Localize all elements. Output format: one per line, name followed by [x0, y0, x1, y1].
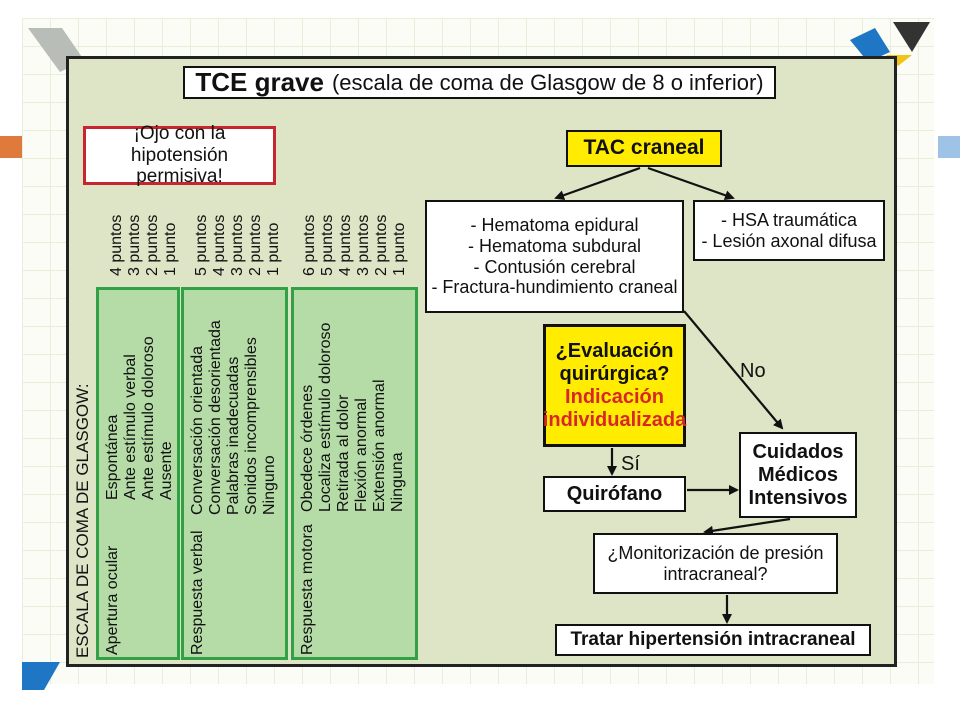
glasgow-item: Extensión anormal: [371, 379, 388, 512]
category-name: Respuesta motora: [299, 524, 316, 655]
category-name: Respuesta verbal: [189, 530, 206, 655]
icu-box: Cuidados Médicos Intensivos: [739, 432, 857, 518]
verbal-items: Conversación orientada Conversación deso…: [189, 320, 279, 515]
glasgow-item: Flexión anormal: [353, 398, 370, 512]
focal-lesions-box: - Hematoma epidural - Hematoma subdural …: [425, 200, 684, 313]
evaluation-question-2: quirúrgica?: [559, 362, 670, 385]
operating-room-box: Quirófano: [543, 476, 686, 512]
points-label: 2 puntos: [373, 214, 390, 276]
diffuse-item: - HSA traumática: [720, 209, 858, 230]
surgical-evaluation-box: ¿Evaluación quirúrgica? Indicación indiv…: [543, 324, 686, 447]
glasgow-item: Retirada al dolor: [335, 394, 352, 512]
points-label: 4 puntos: [108, 214, 125, 276]
points-label: 5 puntos: [319, 214, 336, 276]
points-label: 1 punto: [265, 222, 282, 276]
points-label: 3 puntos: [229, 214, 246, 276]
motor-points: 6 puntos 5 puntos 4 puntos 3 puntos 2 pu…: [301, 215, 409, 276]
glasgow-item: Conversación orientada: [189, 346, 206, 515]
points-label: 3 puntos: [355, 214, 372, 276]
indication-line-2: individualizada: [542, 408, 687, 431]
points-label: 5 puntos: [193, 214, 210, 276]
warning-line-2: hipotensión permisiva!: [130, 144, 229, 188]
glasgow-item: Ninguna: [389, 452, 406, 512]
points-label: 6 puntos: [301, 214, 318, 276]
monitor-line: intracraneal?: [663, 563, 768, 584]
glasgow-item: Obedece órdenes: [299, 384, 316, 512]
warning-line-1: ¡Ojo con la: [133, 122, 226, 144]
glasgow-item: Localiza estímulo doloroso: [317, 322, 334, 512]
motor-column: Respuesta motora: [299, 524, 317, 655]
treat-icp-box: Tratar hipertensión intracraneal: [555, 624, 871, 656]
glasgow-item: Espontánea: [104, 414, 121, 500]
points-label: 1 punto: [162, 222, 179, 276]
monitor-line: ¿Monitorización de presión: [607, 542, 824, 563]
glasgow-item: Ausente: [158, 441, 175, 500]
glasgow-scale-title: ESCALA DE COMA DE GLASGOW:: [73, 383, 92, 658]
hypotension-warning: ¡Ojo con la hipotensión permisiva!: [83, 122, 276, 187]
verbal-column: Respuesta verbal: [189, 530, 207, 655]
motor-items: Obedece órdenes Localiza estímulo doloro…: [299, 323, 407, 512]
lesion-item: - Hematoma subdural: [467, 235, 642, 256]
glasgow-item: Ante estímulo verbal: [122, 354, 139, 500]
points-label: 3 puntos: [126, 214, 143, 276]
page-title: TCE grave (escala de coma de Glasgow de …: [183, 66, 776, 99]
points-label: 2 puntos: [144, 214, 161, 276]
label-no: No: [740, 360, 766, 382]
diffuse-lesions-box: - HSA traumática - Lesión axonal difusa: [693, 200, 885, 261]
points-label: 4 puntos: [211, 214, 228, 276]
title-subtitle: (escala de coma de Glasgow de 8 o inferi…: [331, 69, 764, 95]
glasgow-item: Ante estímulo doloroso: [140, 336, 157, 500]
glasgow-item: Palabras inadecuadas: [225, 356, 242, 515]
points-label: 4 puntos: [337, 214, 354, 276]
diffuse-item: - Lesión axonal difusa: [701, 230, 877, 251]
category-name: Apertura ocular: [104, 545, 121, 655]
verbal-points: 5 puntos 4 puntos 3 puntos 2 puntos 1 pu…: [193, 215, 283, 276]
glasgow-item: Conversación desorientada: [207, 320, 224, 515]
ocular-items: Espontánea Ante estímulo verbal Ante est…: [104, 336, 176, 500]
motor-response-box: [291, 287, 418, 660]
tac-box: TAC craneal: [566, 130, 722, 167]
points-label: 1 punto: [391, 222, 408, 276]
ocular-column: Apertura ocular: [104, 546, 122, 655]
lesion-item: - Contusión cerebral: [473, 256, 636, 277]
lesion-item: - Fractura-hundimiento craneal: [431, 277, 678, 298]
ocular-points: 4 puntos 3 puntos 2 puntos 1 punto: [108, 215, 180, 276]
indication-line-1: Indicación: [565, 385, 664, 408]
icp-monitoring-box: ¿Monitorización de presión intracraneal?: [593, 533, 838, 594]
glasgow-item: Ninguno: [261, 455, 278, 515]
icu-line: Cuidados: [752, 440, 844, 463]
label-si: Sí: [621, 453, 640, 475]
icu-line: Médicos: [757, 463, 839, 486]
evaluation-question-1: ¿Evaluación: [555, 339, 674, 362]
points-label: 2 puntos: [247, 214, 264, 276]
verbal-response-box: [181, 287, 288, 660]
lesion-item: - Hematoma epidural: [470, 215, 639, 236]
ocular-response-box: [96, 287, 180, 660]
icu-line: Intensivos: [748, 486, 848, 509]
title-bold: TCE grave: [195, 66, 324, 97]
glasgow-item: Sonidos incomprensibles: [243, 337, 260, 515]
